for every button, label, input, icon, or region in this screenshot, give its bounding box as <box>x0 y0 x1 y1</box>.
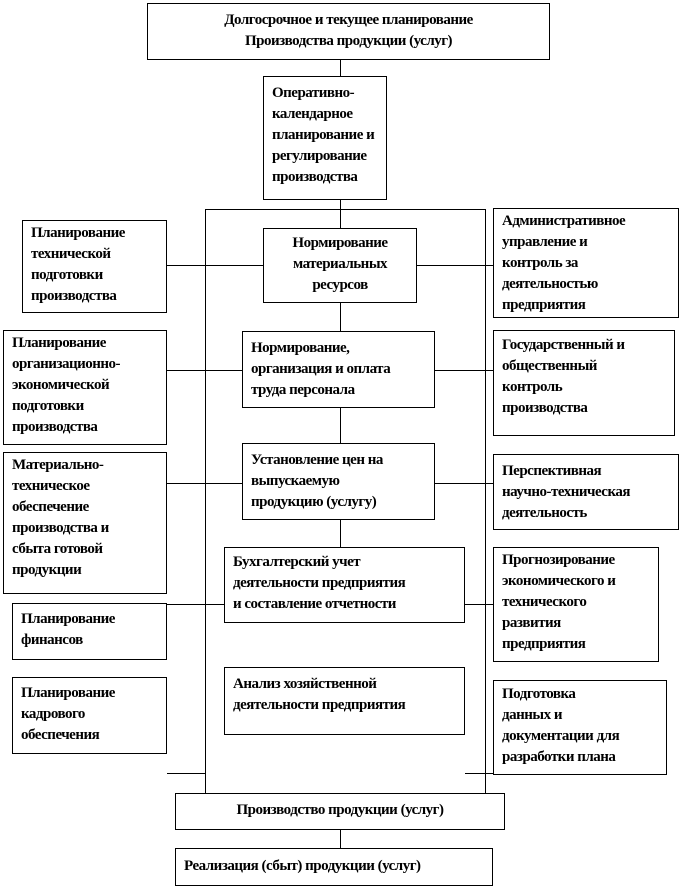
box-rnd: Перспективная научно-техническая деятель… <box>493 454 679 530</box>
connector <box>465 773 493 774</box>
frame-top <box>205 209 485 210</box>
box-hr-planning: Планирование кадрового обеспечения <box>12 677 167 754</box>
box-long-term-planning: Долгосрочное и текущее планирование Прои… <box>147 3 550 60</box>
box-pricing: Установление цен на выпускаемую продукци… <box>242 443 435 520</box>
connector <box>340 60 341 76</box>
connector <box>167 370 242 371</box>
connector <box>435 483 493 484</box>
box-accounting: Бухгалтерский учет деятельности предприя… <box>224 547 465 623</box>
box-sales: Реализация (сбыт) продукции (услуг) <box>175 848 493 886</box>
box-labor-norms: Нормирование, организация и оплата труда… <box>242 331 435 408</box>
connector <box>167 773 205 774</box>
box-admin-control: Административное управление и контроль з… <box>493 208 679 318</box>
box-finance-planning: Планирование финансов <box>12 603 167 660</box>
frame-right <box>485 209 486 807</box>
box-org-econ-prep: Планирование организационно- экономическ… <box>3 330 167 445</box>
box-forecasting: Прогнозирование экономического и техниче… <box>493 547 659 662</box>
box-operative-planning: Оперативно- календарное планирование и р… <box>263 76 387 200</box>
box-analysis: Анализ хозяйственной деятельности предпр… <box>224 667 465 735</box>
connector <box>435 370 493 371</box>
box-plan-data: Подготовка данных и документации для раз… <box>493 680 667 775</box>
frame-left <box>205 209 206 807</box>
box-material-norms: Нормирование материальных ресурсов <box>263 228 417 303</box>
connector <box>340 830 341 848</box>
box-tech-prep: Планирование технической подготовки прои… <box>22 220 167 313</box>
connector <box>167 265 263 266</box>
connector <box>417 265 493 266</box>
box-material-supply: Материально- техническое обеспечение про… <box>3 452 167 594</box>
box-state-control: Государственный и общественный контроль … <box>493 330 675 436</box>
box-production: Производство продукции (услуг) <box>175 793 505 830</box>
connector <box>167 483 242 484</box>
connector <box>465 604 493 605</box>
